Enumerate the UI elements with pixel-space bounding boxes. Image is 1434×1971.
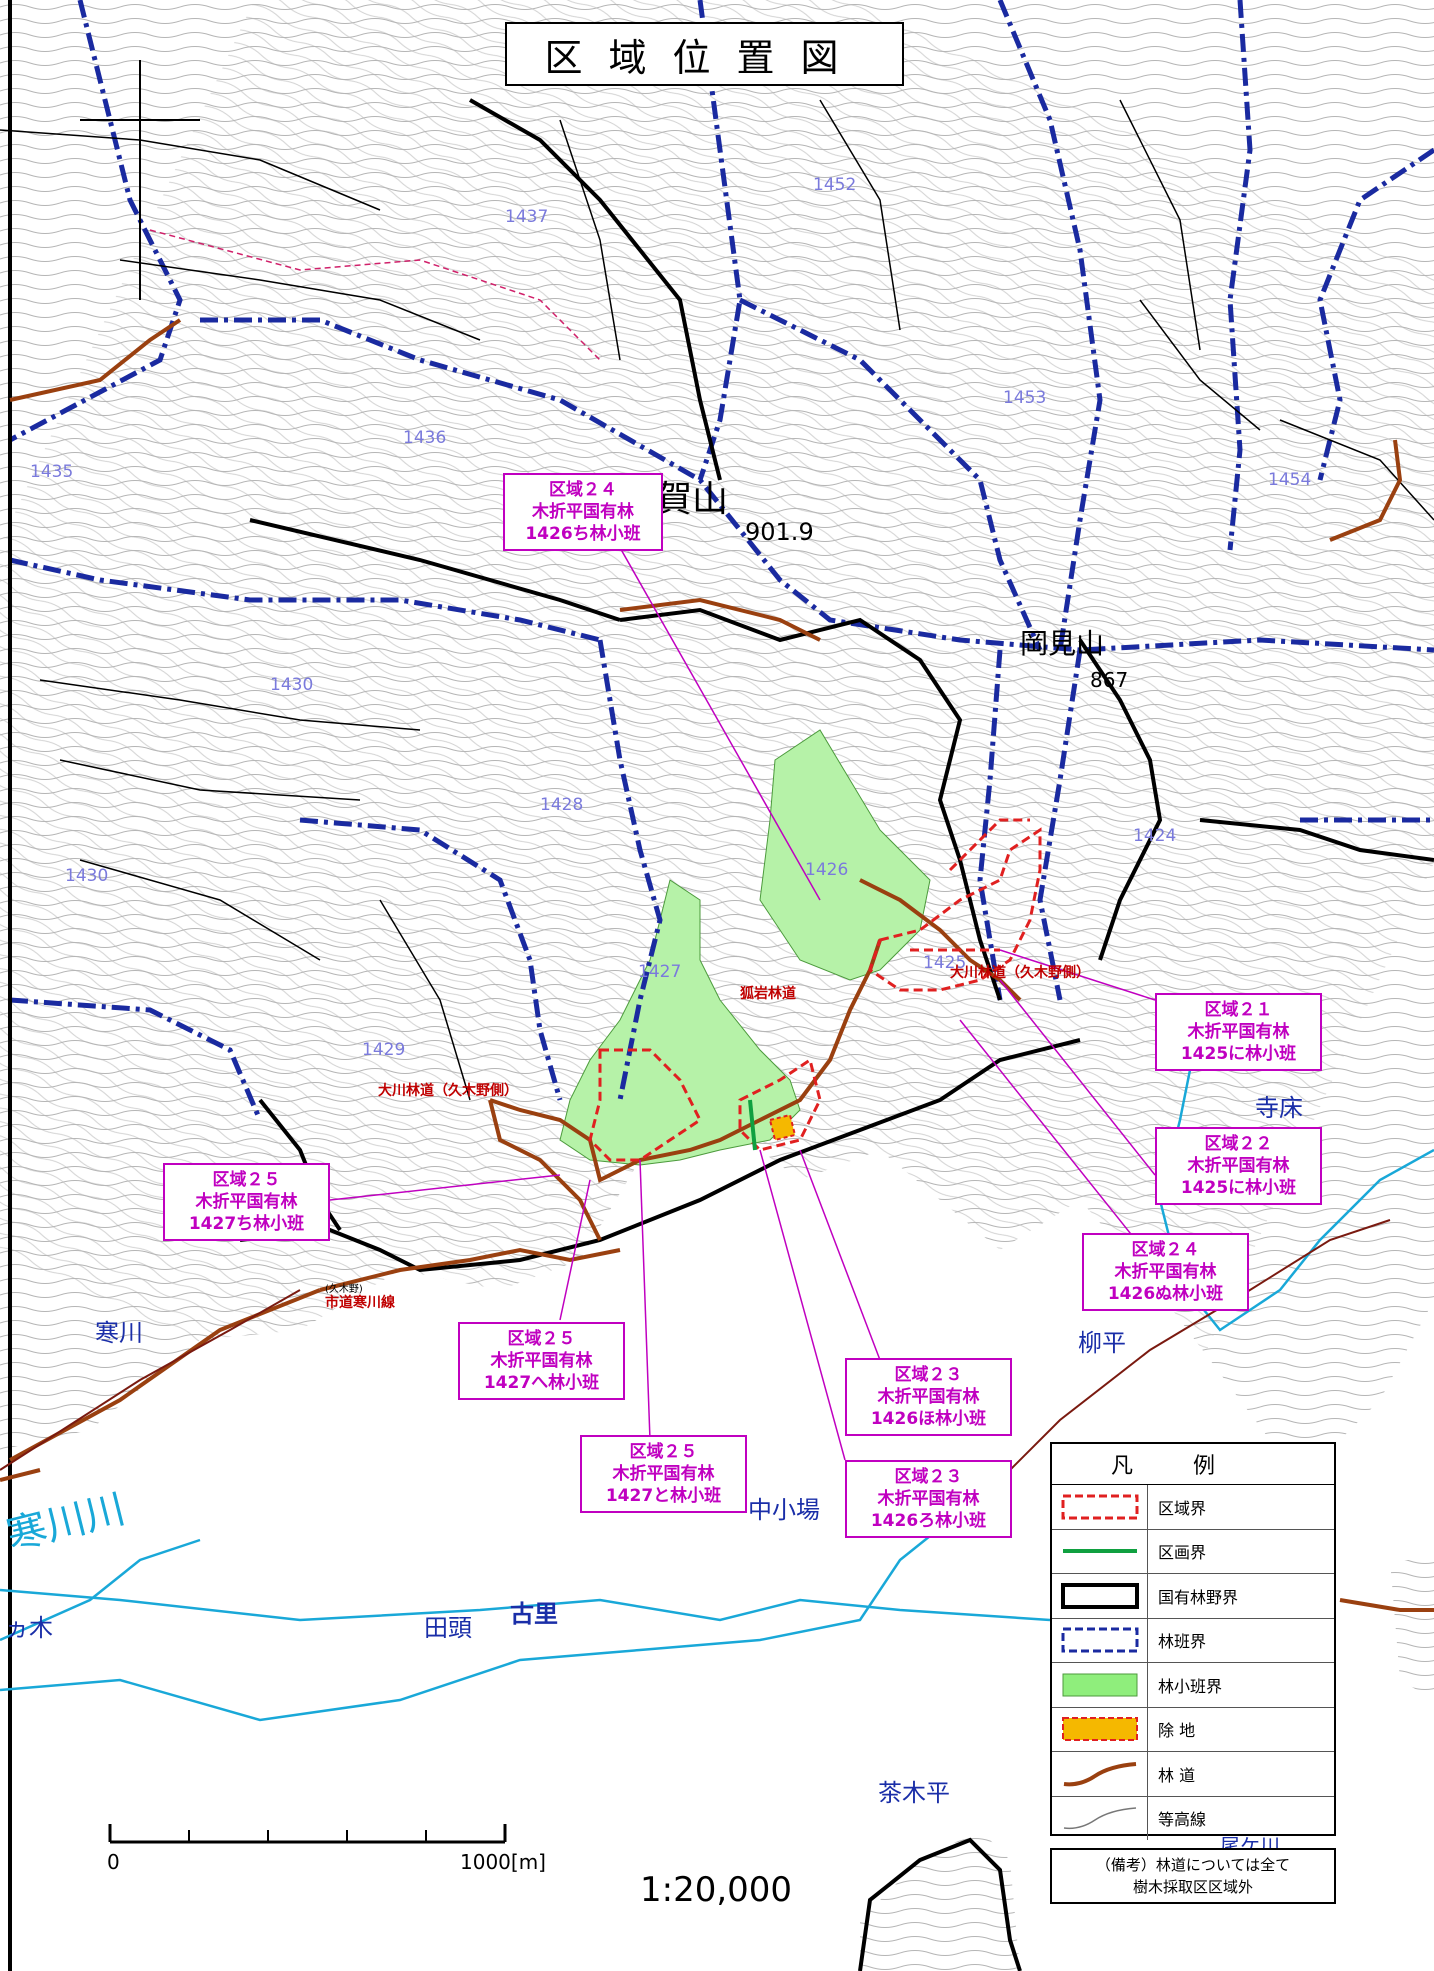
callout-leaders [329,529,1156,1461]
place-name: 古里 [510,1600,558,1628]
compartment-number: 1430 [65,866,109,886]
peak-elevation: 901.9 [745,518,814,546]
legend-label: 林 道 [1158,1765,1196,1785]
green-sub-compartments [559,729,931,1166]
compartment-number: 1437 [505,207,549,227]
scale-ratio: 1:20,000 [640,1870,793,1910]
grey-curve-icon [1063,1807,1136,1830]
legend-row: 国有林野界 [1052,1574,1334,1619]
peak-elevation-2: 867 [1090,668,1129,692]
map-title: 区域位置図 [505,22,904,86]
scale-ruler [108,1824,507,1844]
compartment-number: 1428 [540,795,584,815]
block-boundaries [588,818,1042,1162]
compartment-number: 1426 [805,860,849,880]
legend-note: （備考）林道については全て 樹木採取区区域外 [1050,1848,1336,1904]
place-name: 柳平 [1078,1329,1126,1357]
place-name: 中小場 [748,1496,820,1524]
peak-name-2: 岡見山 [1020,627,1105,660]
compartment-number: 1436 [403,428,447,448]
legend-row: 区域界 [1052,1485,1334,1530]
district-boundary-green [748,1099,757,1151]
scale-end: 1000[m] [460,1850,546,1874]
sub-compartment-lines [0,99,1434,1101]
compartment-number: 1430 [270,675,314,695]
contour-terrain-se [1390,1560,1434,1700]
road-label: 大川林道（久木野側） [378,1083,518,1099]
legend-label: 等高線 [1158,1810,1207,1830]
green-line-icon [1062,1549,1137,1554]
compartment-number: 1454 [1268,470,1312,490]
green-fill-icon [1062,1673,1137,1697]
scale-bar: 0 1000[m] [85,1820,546,1874]
scale-zero: 0 [107,1850,120,1874]
legend-label: 林班界 [1158,1632,1207,1652]
legend-header: 凡例 [1052,1444,1334,1485]
admin-boundary [149,229,601,361]
compartment-boundaries [8,0,1434,1121]
place-name: 茶木平 [878,1779,950,1807]
national-forest-boundaries [8,0,1434,1971]
map-legend: 凡例 区域界 区画界 国有林野界 林班界 林小班界 除 地 林 道 等高線 [1050,1442,1336,1840]
legend-label: 林小班界 [1158,1676,1223,1696]
brown-curve-icon [1063,1761,1136,1787]
place-name: 寒川 [95,1319,143,1347]
legend-row: 等高線 [1052,1796,1334,1840]
legend-row: 林班界 [1052,1618,1334,1663]
compartment-number: 1453 [1003,388,1047,408]
place-name: ヵ木 [5,1614,53,1642]
compartment-number: 1435 [30,462,74,482]
legend-label: 除 地 [1158,1721,1196,1741]
place-name: 寺床 [1255,1094,1303,1122]
legend-label: 区域界 [1158,1498,1207,1518]
place-name: 田頭 [424,1614,472,1642]
road-sign-label: (久木野) [325,1284,363,1295]
compartment-number: 1429 [362,1040,406,1060]
legend-row: 区画界 [1052,1529,1334,1574]
legend-row: 除 地 [1052,1707,1334,1752]
road-label: 狐岩林道 [740,986,796,1002]
road-label: 大川林道（久木野側） [950,965,1090,981]
legend-label: 区画界 [1158,1543,1207,1563]
survey-cross-icon [80,60,200,300]
compartment-number: 1427 [638,962,682,982]
compartment-number: 1452 [813,175,857,195]
compartment-number: 1424 [1133,826,1177,846]
forest-roads [0,318,1434,1612]
red-dashed-box-icon [1061,1494,1138,1520]
municipal-roads [0,1219,1391,1481]
legend-label: 国有林野界 [1158,1587,1239,1607]
contour-terrain-s [860,1830,1020,1971]
compartment-number: 1425 [923,953,967,973]
blue-dashed-box-icon [1061,1627,1138,1653]
exclusion-area [768,1113,797,1142]
black-thick-box-icon [1060,1582,1139,1609]
legend-row: 林 道 [1052,1752,1334,1797]
road-label: 市道寒川線 [325,1295,395,1311]
legend-row: 林小班界 [1052,1663,1334,1708]
orange-fill-icon [1061,1717,1138,1742]
